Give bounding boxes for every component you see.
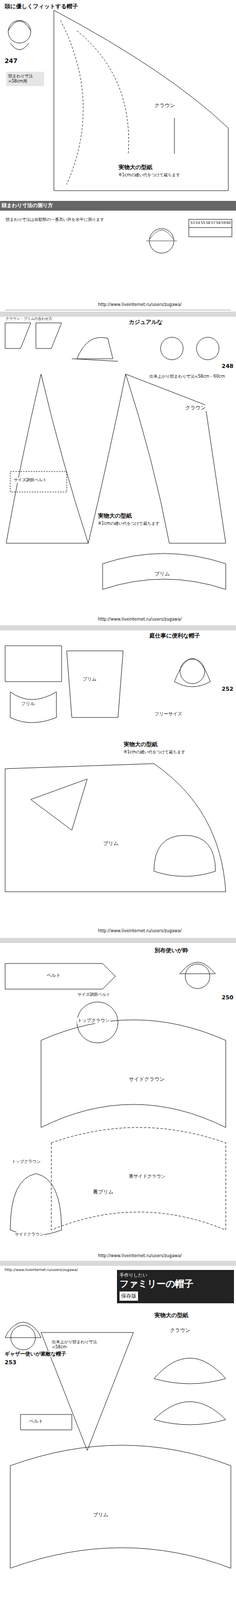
pattern-label: 247 (4, 57, 18, 65)
pattern-label: ※1cmの縫い代をつけて裁ちます (97, 521, 161, 527)
pattern-label: 250 (221, 995, 234, 1002)
pattern-label: 248 (221, 363, 234, 370)
pattern-label: 裏ブリム (92, 1190, 114, 1197)
node-text: 手作りしたい (119, 1273, 232, 1280)
pattern-label: ※1cmの縫い代をつけて裁ちます (118, 172, 181, 179)
pattern-label: フリル (20, 701, 36, 708)
pattern-label: http://www.liveinternet.ru/users/zugawa/ (97, 617, 183, 623)
pattern-label: 出来上がり頭まわり寸法=58cm・60cm (148, 374, 232, 380)
pattern-label: ギャザー使いが素敵な帽子 (4, 1352, 67, 1359)
pattern-label: サイズ調節ベルト (13, 478, 48, 484)
pattern-label: 実物大の型紙 (118, 164, 153, 171)
pattern-label: サイドクラウン (14, 1233, 45, 1239)
pattern-label: http://www.liveinternet.ru/users/zugawa/ (4, 1269, 79, 1274)
pattern-label: 253 (4, 1360, 17, 1368)
pattern-label: http://www.liveinternet.ru/users/zugawa/ (97, 302, 183, 308)
pattern-label: クラウン (169, 1328, 191, 1335)
pattern-label: 実物大の型紙 (153, 1313, 189, 1321)
pattern-label: ブリム (92, 1513, 109, 1520)
pattern-label: 60 (225, 221, 232, 226)
pattern-label: ブリム (102, 841, 120, 848)
node-text: 頭まわり寸法 =58cm用 (8, 73, 43, 85)
pattern-label: サイドクラウン (128, 1077, 166, 1084)
pattern-label: フリーサイズ (153, 712, 183, 718)
pattern-label: 252 (221, 686, 234, 694)
pattern-label: 裏サイドクラウン (128, 1174, 167, 1181)
pattern-label: サイズ調節ベルト (76, 993, 111, 999)
pattern-label: 頭まわり寸法は前額部の一番高い所を水平に測ります (5, 217, 135, 223)
pattern-label: ブリム (82, 677, 97, 683)
pattern-label: ブリム (153, 571, 171, 578)
pattern-label: 実物大の型紙 (97, 513, 133, 520)
note-box: 頭まわり寸法 =58cm用 (6, 71, 45, 87)
pattern-label: クラウン (184, 405, 207, 412)
pattern-label: 別布使いが粋 (153, 948, 189, 955)
pattern-label: ※1cmの縫い代をつけて裁ちます (123, 750, 186, 756)
node-text: ファミリーの帽子 (119, 1279, 232, 1292)
title-band: 手作りしたいファミリーの帽子保存版 (116, 1271, 234, 1305)
pattern-label: ベルト (28, 1420, 44, 1426)
pattern-label: トップクラウン (76, 1018, 111, 1025)
pattern-label: カジュアルな (128, 319, 164, 326)
pattern-label: 庭仕事に便利な帽子 (148, 633, 201, 640)
pattern-label: http://www.liveinternet.ru/users/zugawa/ (97, 929, 183, 935)
node-text: 保存版 (121, 1294, 137, 1302)
pattern-label: ベルト (46, 973, 62, 980)
badge-box: 保存版 (119, 1292, 139, 1303)
node-text: 頭まわり寸法の測り方 (1, 202, 235, 210)
pattern-label: 頭に優しくフィットする帽子 (4, 3, 79, 10)
pattern-label: 実物大の型紙 (123, 741, 159, 749)
pattern-label: クラウン (153, 102, 176, 109)
pattern-label: http://www.liveinternet.ru/users/zugawa/ (97, 1254, 183, 1261)
pattern-label: トップクラウン (11, 1160, 42, 1166)
pattern-label: クラウン・ブリムの合わせ方 (5, 317, 53, 322)
pattern-label: 出来上がり頭まわり寸法=58cm (51, 1341, 109, 1351)
section-band: 頭まわり寸法の測り方 (0, 201, 236, 211)
